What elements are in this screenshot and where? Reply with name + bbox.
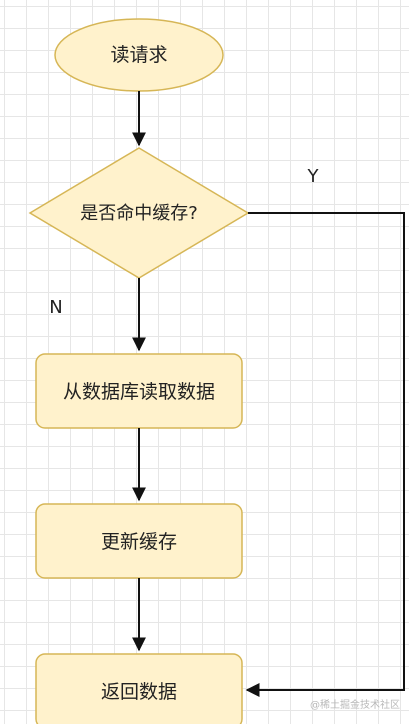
return-node: 返回数据: [35, 653, 243, 724]
return-node-label: 返回数据: [101, 681, 177, 703]
edge-label-no: N: [49, 297, 62, 318]
update-cache-node-label: 更新缓存: [101, 531, 177, 553]
start-node: 读请求: [54, 18, 224, 92]
read-db-node-label: 从数据库读取数据: [63, 381, 215, 403]
decision-node-label: 是否命中缓存?: [80, 203, 198, 224]
decision-node: 是否命中缓存?: [28, 147, 250, 279]
start-node-label: 读请求: [110, 44, 167, 66]
update-cache-node: 更新缓存: [35, 503, 243, 579]
edge-label-yes: Y: [307, 166, 320, 187]
read-db-node: 从数据库读取数据: [35, 353, 243, 429]
edge-decision-yes-to-return: [245, 212, 405, 697]
watermark-text: @稀土掘金技术社区: [310, 698, 400, 711]
